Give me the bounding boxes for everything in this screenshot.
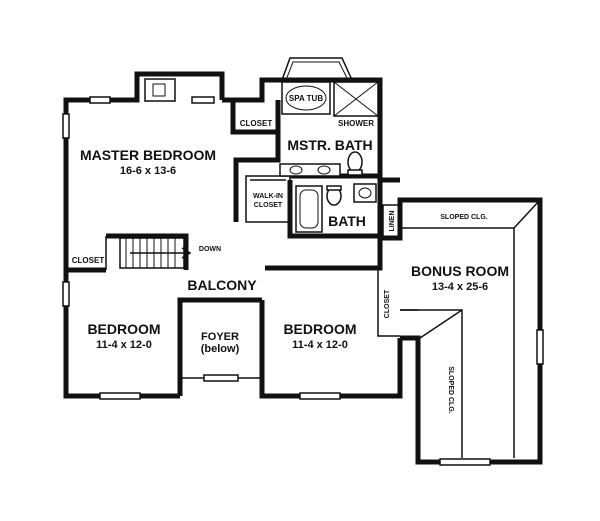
bath-name: BATH — [328, 213, 366, 229]
exterior-walls — [63, 57, 543, 465]
spa-tub — [281, 81, 331, 115]
sloped-ceiling-outline — [400, 199, 541, 458]
chimney — [144, 78, 176, 102]
shower-label: SHOWER — [338, 119, 374, 128]
linen-label: LINEN — [389, 211, 396, 232]
bedroom-left-name: BEDROOM — [87, 321, 160, 337]
bonus-room-name: BONUS ROOM — [411, 263, 509, 279]
sink-bath — [353, 183, 377, 203]
walk-in-closet-line2: CLOSET — [254, 202, 283, 209]
master-bedroom-name: MASTER BEDROOM — [80, 147, 216, 163]
foyer-name: FOYER — [201, 331, 239, 343]
labels: MASTER BEDROOM 16-6 x 13-6 MSTR. BATH SP… — [72, 94, 509, 414]
bay-window — [281, 57, 353, 81]
master-bedroom-dims: 16-6 x 13-6 — [120, 165, 176, 177]
sloped-ceiling-top-label: SLOPED CLG. — [440, 214, 488, 221]
toilet-master — [347, 151, 363, 173]
foyer-note: (below) — [201, 343, 240, 355]
walk-in-closet-line1: WALK-IN — [253, 193, 283, 200]
bedroom-left-dims: 11-4 x 12-0 — [96, 339, 152, 351]
bedroom-right-dims: 11-4 x 12-0 — [292, 339, 348, 351]
master-bath-name: MSTR. BATH — [287, 137, 372, 153]
down-label: DOWN — [199, 246, 221, 253]
bath-fixtures — [279, 81, 379, 233]
sloped-ceiling-side-label: SLOPED CLG. — [447, 366, 454, 414]
closet-master-label: CLOSET — [240, 119, 273, 128]
bedroom-right-name: BEDROOM — [283, 321, 356, 337]
staircase — [119, 237, 192, 269]
spa-tub-label: SPA TUB — [289, 94, 323, 103]
closet-stair-label: CLOSET — [72, 256, 105, 265]
balcony-name: BALCONY — [187, 277, 257, 293]
windows — [62, 96, 544, 466]
bonus-room-dims: 13-4 x 25-6 — [432, 281, 488, 293]
vanity-master — [279, 163, 341, 177]
closet-bonus-label: CLOSET — [384, 289, 391, 318]
